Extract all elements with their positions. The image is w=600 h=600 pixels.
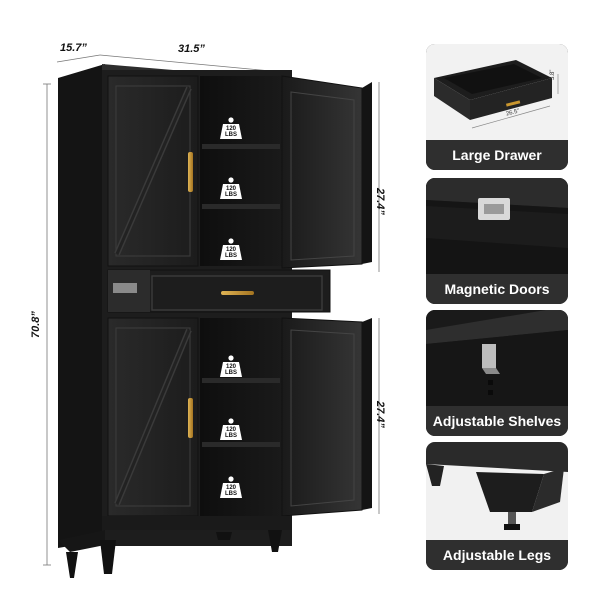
feature-panel-adjustable-legs: Adjustable Legs <box>426 442 568 570</box>
weight-unit: LBS <box>225 192 237 198</box>
feature-panel-adjustable-shelves: Adjustable Shelves <box>426 310 568 436</box>
weight-value: 120 <box>225 427 236 433</box>
weight-badge: 120 LBS <box>219 176 243 200</box>
weight-icon <box>220 117 242 139</box>
feature-label: Adjustable Shelves <box>426 406 568 436</box>
weight-badge: 120 LBS <box>219 237 243 261</box>
upper-height-label: 27.4” <box>374 188 386 215</box>
weight-value: 120 <box>225 485 236 491</box>
leveling-leg-photo-icon <box>426 442 568 540</box>
weight-unit: LBS <box>225 433 237 439</box>
feature-label: Adjustable Legs <box>426 540 568 570</box>
weight-badge: 120 LBS <box>219 116 243 140</box>
total-height-label: 70.8” <box>30 311 42 338</box>
feature-label: Large Drawer <box>426 140 568 170</box>
weight-badge: 120 LBS <box>219 354 243 378</box>
weight-badge: 120 LBS <box>219 417 243 441</box>
width-label: 31.5” <box>178 43 205 55</box>
drawer-height-label: 3.8” <box>550 69 556 80</box>
weight-value: 120 <box>225 126 236 132</box>
weight-value: 120 <box>225 186 236 192</box>
weight-unit: LBS <box>225 253 237 259</box>
weight-icon <box>220 476 242 498</box>
depth-label: 15.7” <box>60 42 87 54</box>
weight-unit: LBS <box>225 132 237 138</box>
weight-icon <box>220 418 242 440</box>
feature-panel-magnetic-doors: Magnetic Doors <box>426 178 568 304</box>
feature-label: Magnetic Doors <box>426 274 568 304</box>
shelf-clip-photo-icon <box>426 310 568 406</box>
feature-panel-large-drawer: 26.5” 3.8” Large Drawer <box>426 44 568 170</box>
lower-height-label: 27.4” <box>374 401 386 428</box>
weight-icon <box>220 177 242 199</box>
weight-value: 120 <box>225 247 236 253</box>
weight-unit: LBS <box>225 370 237 376</box>
weight-badge: 120 LBS <box>219 475 243 499</box>
weight-unit: LBS <box>225 491 237 497</box>
drawer-photo-icon <box>426 44 568 140</box>
weight-icon <box>220 238 242 260</box>
weight-value: 120 <box>225 364 236 370</box>
magnetic-latch-photo-icon <box>426 178 568 274</box>
weight-icon <box>220 355 242 377</box>
